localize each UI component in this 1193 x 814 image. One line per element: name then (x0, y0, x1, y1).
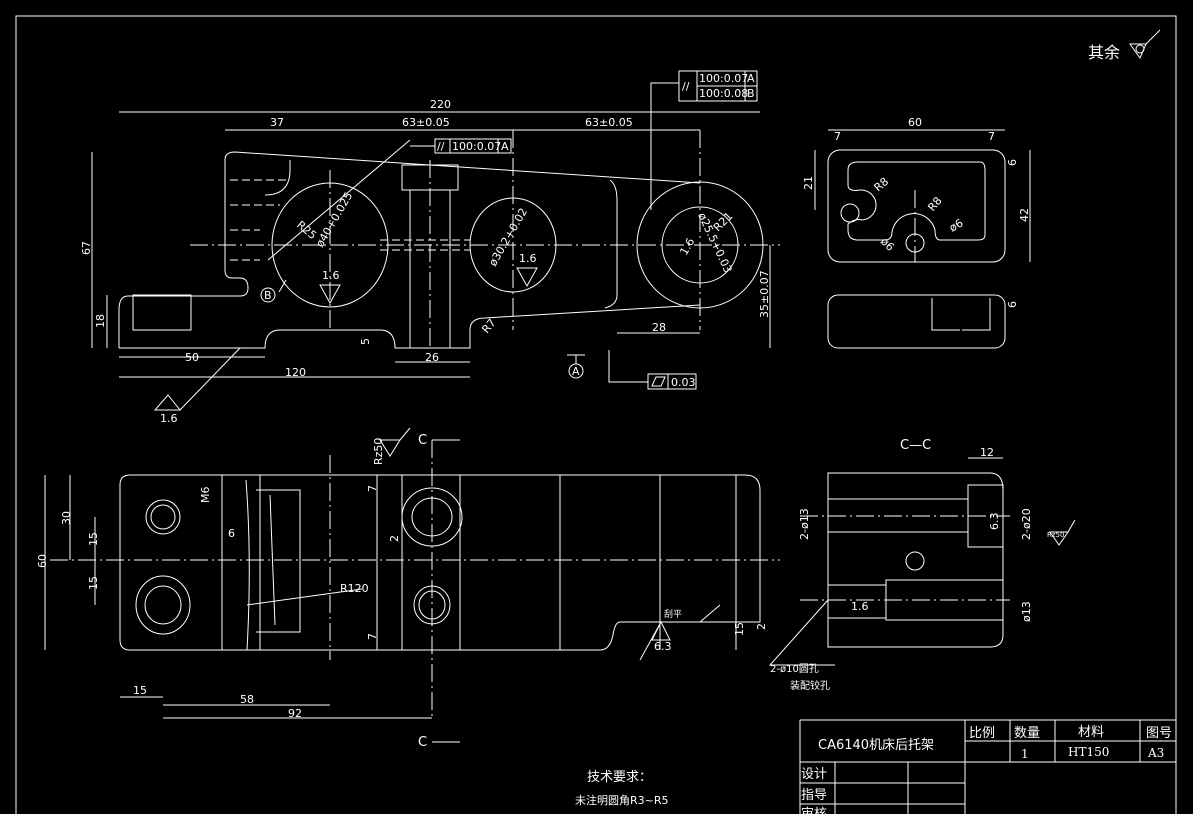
dim-37: 37 (270, 116, 284, 129)
dim-26: 26 (425, 351, 439, 364)
dim-15a: 15 (87, 532, 100, 546)
dim-m6: M6 (199, 487, 212, 504)
bottom-view: 60 30 15 15 M6 6 2 R120 7 7 15 58 92 15 … (36, 427, 780, 750)
design-label: 设计 (801, 767, 827, 782)
dim-63b: 63±0.05 (585, 116, 633, 129)
roughness-rz50: Rz50 (372, 438, 385, 465)
dim-7b: 7 (366, 633, 379, 640)
flat-note: 刮平 (664, 608, 682, 620)
drawing-no-value: A3 (1147, 746, 1164, 760)
section-mark-top: C (418, 433, 427, 448)
section-title: C—C (900, 438, 931, 453)
dim-dia13: ø13 (1020, 601, 1033, 622)
tech-req-line: 未注明圆角R3~R5 (575, 793, 669, 807)
dim-18: 18 (94, 314, 107, 328)
general-roughness-note: 其余 (1088, 29, 1161, 62)
dim-r120: R120 (340, 582, 369, 595)
roughness-value: 1.6 (519, 252, 537, 265)
section-mark-bottom: C (418, 735, 427, 750)
svg-text:0.03: 0.03 (671, 376, 696, 389)
dim-50: 50 (185, 351, 199, 364)
side-view: 60 7 7 21 42 6 6 R8 R8 ø6 ø6 (802, 116, 1031, 349)
roughness-63: 6.3 (988, 513, 1001, 531)
dim-28: 28 (652, 321, 666, 334)
roughness-symbol-icon (1129, 29, 1161, 60)
dim-r8a: R8 (872, 175, 892, 194)
dim-6a: 6 (1006, 159, 1019, 166)
title-block: CA6140机床后托架 比例 数量 材料 图号 1 HT150 A3 设计 指导… (799, 719, 1176, 814)
roughness-value: 1.6 (160, 412, 178, 425)
dim-7a: 7 (834, 130, 841, 143)
dim-60: 60 (908, 116, 922, 129)
svg-text://: // (437, 140, 445, 153)
dim-7a: 7 (366, 485, 379, 492)
dim-dia6a: ø6 (947, 216, 965, 234)
svg-text:A: A (501, 140, 509, 153)
roughness-63: 6.3 (654, 640, 672, 653)
qty-label: 数量 (1014, 726, 1040, 741)
material-value: HT150 (1068, 745, 1109, 759)
review-label: 审核 (801, 807, 827, 814)
dim-42: 42 (1018, 208, 1031, 222)
roughness-rz50: Rz50 (1047, 531, 1064, 539)
dim-12: 12 (980, 446, 994, 459)
ream-note: 装配铰孔 (790, 679, 830, 692)
roughness-value: 1.6 (322, 269, 340, 282)
dim-30: 30 (60, 511, 73, 525)
dim-2r: 2 (755, 623, 768, 630)
qty-value: 1 (1021, 747, 1029, 761)
dim-92: 92 (288, 707, 302, 720)
dim-35: 35±0.07 (758, 270, 771, 318)
svg-text:B: B (264, 289, 272, 302)
dim-6b: 6 (1006, 301, 1019, 308)
datum-a: A (567, 354, 585, 379)
dim-5: 5 (359, 338, 372, 345)
dim-15b: 15 (87, 576, 100, 590)
svg-text:100:0.07: 100:0.07 (452, 140, 501, 153)
roughness-value: 1.6 (677, 236, 697, 258)
general-roughness-text: 其余 (1088, 43, 1120, 62)
drawing-title: CA6140机床后托架 (818, 738, 934, 753)
dim-63a: 63±0.05 (402, 116, 450, 129)
parallelism-frame-2: // 100:0.07 A 100:0.08 B (650, 70, 758, 210)
dim-67: 67 (80, 241, 93, 255)
flatness-frame: 0.03 (608, 350, 697, 390)
dim-dia6b: ø6 (878, 235, 897, 254)
dim-r7: R7 (479, 316, 498, 336)
hole-note: 2-ø10圆孔 (770, 663, 819, 675)
scale-label: 比例 (969, 726, 995, 741)
dim-7b: 7 (988, 130, 995, 143)
material-label: 材料 (1078, 725, 1104, 740)
guide-label: 指导 (801, 788, 827, 803)
svg-text:B: B (747, 87, 755, 100)
drawing-no-label: 图号 (1146, 726, 1172, 741)
datum-b: B (260, 279, 287, 303)
drawing-border (15, 15, 1177, 814)
section-cc: C—C 12 2-ø13 2-ø20 ø13 Rz50 6.3 1.6 2-ø1… (768, 438, 1076, 692)
dim-21: 21 (802, 176, 815, 190)
front-view: 220 37 63±0.05 63±0.05 67 18 35±0.07 50 … (80, 70, 780, 425)
dim-58: 58 (240, 693, 254, 706)
dim-15x: 15 (133, 684, 147, 697)
dim-2-dia20: 2-ø20 (1020, 508, 1033, 540)
dim-60: 60 (36, 554, 49, 568)
flatness-icon (651, 376, 666, 387)
dim-120: 120 (285, 366, 306, 379)
dim-220: 220 (430, 98, 451, 111)
dim-dia40: ø40+0.025 (313, 190, 355, 250)
svg-text:100:0.08: 100:0.08 (699, 87, 748, 100)
dim-2: 2 (388, 535, 401, 542)
roughness-16: 1.6 (851, 600, 869, 613)
dim-15r: 15 (733, 622, 746, 636)
svg-text:A: A (572, 365, 580, 378)
svg-text:A: A (747, 72, 755, 85)
parallelism-frame-1: // 100:0.07 A (410, 138, 512, 154)
dim-6: 6 (228, 527, 235, 540)
svg-text://: // (682, 80, 690, 93)
tech-req-title: 技术要求： (587, 770, 652, 785)
dim-r8b: R8 (925, 194, 944, 214)
svg-text:100:0.07: 100:0.07 (699, 72, 748, 85)
dim-2-dia13: 2-ø13 (798, 508, 811, 540)
